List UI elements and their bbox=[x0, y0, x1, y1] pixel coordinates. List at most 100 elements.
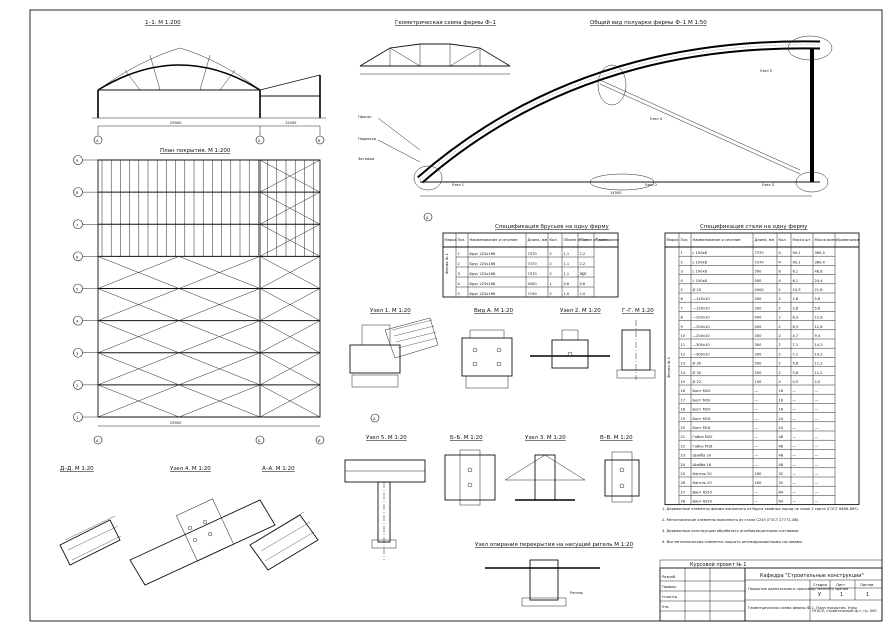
table-cell: Нагель 20 bbox=[693, 481, 713, 485]
table-cell: 64 bbox=[779, 490, 784, 494]
table-cell: 2 bbox=[779, 297, 781, 301]
sheet-frame bbox=[29, 9, 883, 622]
table-cell: Винт 6х50 bbox=[693, 490, 713, 494]
general-view: Общий вид полуарки фермы Ф–1 М 1:50 Узел… bbox=[358, 19, 833, 222]
node-3-callout bbox=[795, 171, 829, 193]
table-cell: 12,6 bbox=[815, 325, 824, 329]
spec-bolts-table: Спецификация брусьев на одну ферму Марка… bbox=[442, 224, 620, 298]
table-cell: 4 bbox=[779, 251, 782, 255]
table-cell: — bbox=[815, 426, 819, 430]
table-cell: 28 bbox=[681, 500, 686, 504]
node-3-title: Узел 3. М 1:20 bbox=[525, 435, 566, 441]
table-cell: Брус 225х166 bbox=[470, 272, 497, 276]
table-cell: 5,6 bbox=[793, 362, 799, 366]
table-header-cell: Кол. bbox=[779, 238, 787, 242]
section-dd-title: Д–Д. М 1:20 bbox=[60, 466, 94, 472]
title-col-sheet: Лист bbox=[836, 583, 845, 587]
table-cell: 7370 bbox=[755, 251, 765, 255]
table-header-cell: Марка bbox=[445, 238, 457, 242]
table-cell: — bbox=[755, 490, 759, 494]
dim-span-total: 29000 bbox=[170, 121, 182, 125]
note-line: 2. Металлические элементы выполнить из с… bbox=[662, 518, 800, 522]
table-header-cell: Масса всего bbox=[815, 238, 838, 242]
table-cell: 64 bbox=[779, 500, 784, 504]
arch-top-chord bbox=[97, 64, 261, 91]
table-cell: L 100x8 bbox=[693, 270, 708, 274]
table-cell: — bbox=[793, 454, 797, 458]
table-cell: — bbox=[755, 398, 759, 402]
plan-axis-number: 3 bbox=[76, 352, 78, 356]
table-cell: Брус 225х166 bbox=[470, 292, 497, 296]
table-cell: 2,0 bbox=[580, 292, 586, 296]
node-1-beam bbox=[384, 317, 439, 359]
table-cell: 4 bbox=[458, 282, 461, 286]
table-cell: — bbox=[755, 389, 759, 393]
plan-axis-number: 2 bbox=[76, 384, 78, 388]
table-cell: 24 bbox=[779, 426, 784, 430]
dim-arch-span: 14500 bbox=[610, 191, 622, 195]
table-cell: Шайба 20 bbox=[693, 454, 712, 458]
table-cell: Болт М16 bbox=[693, 426, 712, 430]
table-cell: 21 bbox=[681, 435, 686, 439]
table-cell: — bbox=[815, 398, 819, 402]
table-cell: 23 bbox=[681, 454, 686, 458]
table-header-cell: Наименование и сечение bbox=[693, 238, 742, 242]
table-cell: 26 bbox=[681, 481, 686, 485]
table-cell: L 100x8 bbox=[693, 279, 708, 283]
view-a-title: Вид А. М 1:20 bbox=[474, 308, 514, 314]
table-cell: — bbox=[755, 500, 759, 504]
table-cell: 0,6 bbox=[580, 282, 586, 286]
table-cell: Ø 30 bbox=[693, 361, 702, 366]
node-details-row-2: Узел 5. М 1:20 Б–Б. М 1:20 Узел 3. М 1:2… bbox=[344, 435, 640, 607]
table-cell: 16 bbox=[681, 389, 686, 393]
table-header-cell: Марка bbox=[667, 238, 679, 242]
plan-axis-circle bbox=[73, 251, 83, 262]
table-cell: — bbox=[815, 444, 819, 448]
table-header-cell: Поз. bbox=[458, 238, 466, 242]
table-cell: Винт 6х50 bbox=[693, 500, 713, 504]
table-cell: 500 bbox=[755, 279, 763, 283]
table-cell: 48 bbox=[779, 444, 784, 448]
table-cell: 2 bbox=[779, 306, 781, 310]
table-cell: 4 bbox=[779, 279, 782, 283]
table-cell: 18 bbox=[681, 408, 686, 412]
table-cell: 19 bbox=[681, 417, 686, 421]
table-cell: 180 bbox=[755, 472, 763, 476]
table-cell: Болт М20 bbox=[693, 408, 712, 412]
side-roof bbox=[259, 74, 321, 91]
table-cell: — bbox=[793, 408, 797, 412]
table-cell: 7190 bbox=[528, 292, 538, 296]
label-node-4: Узел 4 bbox=[650, 117, 663, 121]
table-cell: 6,1 bbox=[793, 279, 799, 283]
table-cell: 7 bbox=[681, 306, 683, 310]
table-cell: 11,2 bbox=[815, 371, 823, 375]
dim-span-side: 12000 bbox=[285, 121, 297, 125]
section-aa-title: А–А. М 1:20 bbox=[262, 466, 295, 472]
axis-v-top: В bbox=[318, 139, 321, 143]
plan-axis-number: 9 bbox=[76, 159, 79, 163]
table-header-cell: Масса шт. bbox=[793, 238, 812, 242]
table-cell: 1 bbox=[458, 252, 460, 256]
table-cell: 2,8 bbox=[793, 297, 799, 301]
table-cell: — bbox=[815, 417, 819, 421]
node-2-title: Узел 2. М 1:20 bbox=[560, 308, 601, 314]
table-cell: 4,7 bbox=[793, 334, 799, 338]
table-group-label: Ферма Ф–1 bbox=[445, 253, 449, 274]
table-cell: 400 bbox=[755, 325, 763, 329]
node-details-row-3: Д–Д. М 1:20 Узел 4. М 1:20 А–А. М 1:20 bbox=[59, 466, 319, 586]
table-cell: 3 bbox=[681, 270, 683, 274]
table-cell: 21,8 bbox=[815, 288, 824, 292]
table-cell: 2 bbox=[779, 288, 781, 292]
table-cell: 180 bbox=[755, 481, 763, 485]
table-cell: Шайба 16 bbox=[693, 463, 712, 467]
table-cell: 15 bbox=[681, 380, 686, 384]
table-cell: 27 bbox=[681, 490, 686, 494]
table-cell: — bbox=[815, 481, 819, 485]
axis-a-top: А bbox=[96, 139, 99, 143]
table-cell: — bbox=[815, 490, 819, 494]
section-bb-title: Б–Б. М 1:20 bbox=[450, 435, 483, 441]
